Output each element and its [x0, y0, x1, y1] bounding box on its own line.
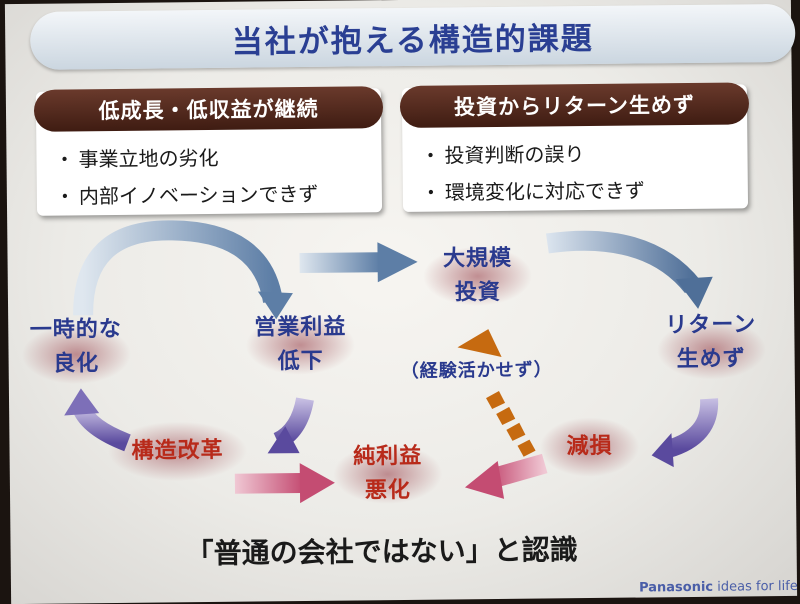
conclusion-text: 「普通の会社ではない」と認識 — [185, 533, 578, 571]
arrow-restructuring-to-net-profit — [234, 473, 304, 494]
arrowhead — [675, 276, 713, 309]
arrow-to-investment — [299, 252, 380, 274]
arrowhead — [257, 291, 293, 320]
arc-arrow-left-cycle — [73, 220, 283, 316]
node-large-investment: 大規模 投資 — [417, 242, 538, 311]
brand-logo: Panasonic ideas for life — [639, 579, 798, 596]
arrow-down-to-impairment — [664, 398, 719, 458]
dashed-orange-arrow — [457, 329, 536, 457]
arrowhead — [377, 242, 418, 283]
node-no-return: リターン 生めず — [648, 308, 774, 381]
node-impairment: 減損 — [539, 416, 640, 478]
brand-name: Panasonic — [638, 579, 714, 596]
arrowhead — [651, 433, 674, 468]
node-restructuring: 構造改革 — [107, 420, 248, 483]
node-net-profit-deterioration: 純利益 悪化 — [327, 440, 448, 509]
node-temporary-improvement: 一時的な 良化 — [20, 313, 132, 385]
arrowhead — [64, 388, 100, 416]
note-experience-not-used: （経験活かせず） — [400, 359, 553, 383]
node-operating-profit-decline: 営業利益 低下 — [240, 310, 361, 379]
presentation-slide: 当社が抱える構造的課題 低成長・低収益が継続 ・事業立地の劣化 ・内部イノベーシ… — [4, 0, 798, 604]
arrowhead — [267, 426, 300, 454]
arrowhead — [299, 463, 335, 504]
cycle-arrows — [64, 220, 719, 504]
arrowhead — [464, 460, 505, 499]
brand-tagline: ideas for life — [717, 578, 798, 595]
arc-arrow-right-cycle — [546, 230, 701, 294]
